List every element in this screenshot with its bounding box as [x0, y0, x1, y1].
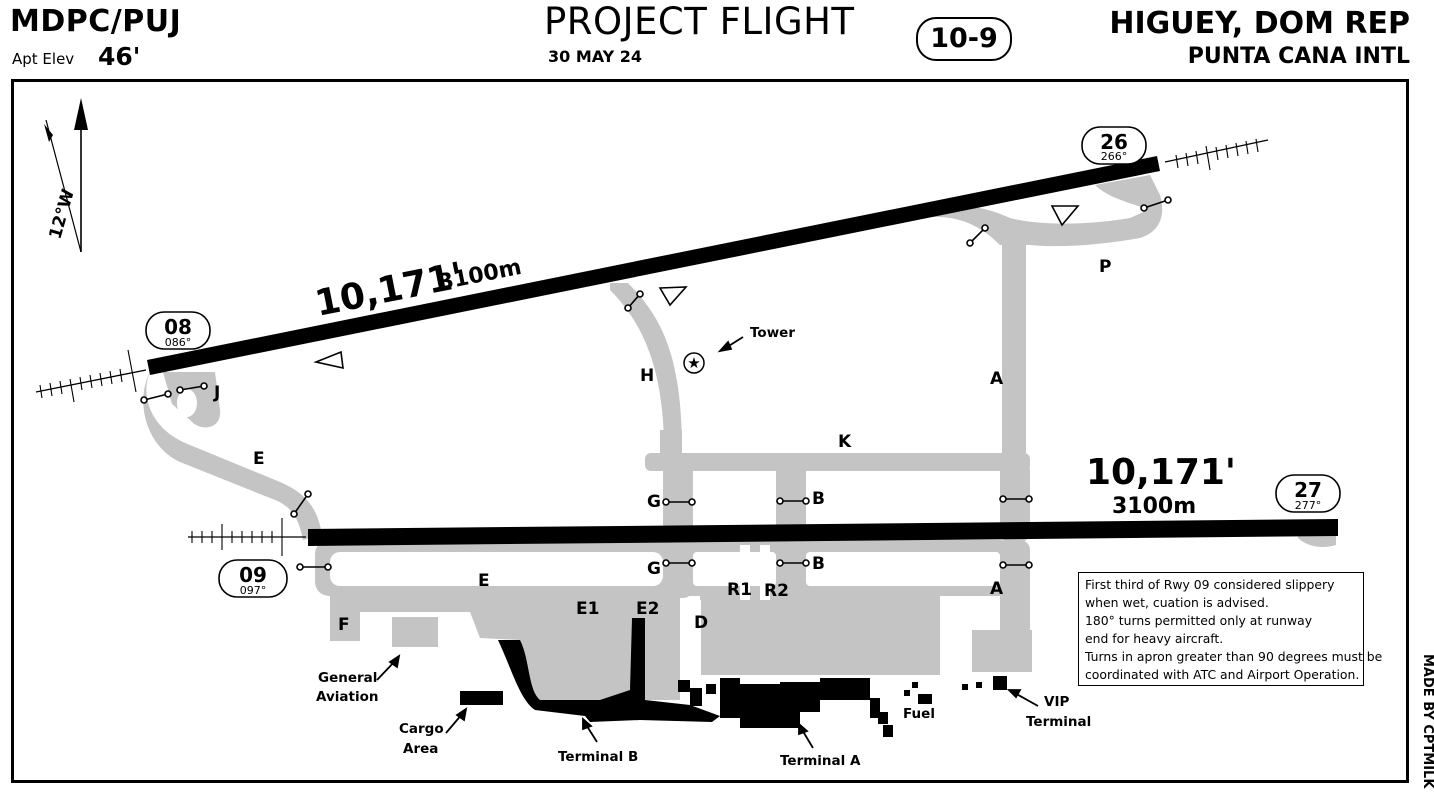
- runway-27-id: 27: [1294, 478, 1322, 502]
- runway-09-27: [308, 519, 1338, 546]
- taxiway-e-south-label: E: [478, 571, 490, 591]
- pointer-arrows: [376, 336, 1039, 749]
- runway-south-length: 10,171': [1086, 452, 1236, 493]
- buildings: [460, 618, 1007, 737]
- credit-text: MADE BY CPTMILK: [1420, 654, 1434, 789]
- runway-09-id: 09: [239, 563, 267, 587]
- taxiway-f-label: F: [338, 615, 350, 635]
- note-line: 180° turns permitted only at runway: [1085, 613, 1313, 628]
- terminal-a-label: Terminal A: [780, 753, 861, 769]
- runway-south-metric: 3100m: [1112, 494, 1196, 519]
- papi-symbols: [313, 205, 1080, 370]
- note-line: Turns in apron greater than 90 degrees m…: [1085, 649, 1383, 664]
- vip-terminal-label-line1: VIP: [1044, 694, 1069, 710]
- chart-brand-title: PROJECT FLIGHT: [544, 0, 855, 43]
- cargo-area-label-line2: Area: [403, 741, 438, 757]
- fuel-label: Fuel: [903, 706, 935, 722]
- taxiway-b-south-label: B: [812, 554, 825, 574]
- runway-27-heading: 277°: [1295, 499, 1322, 512]
- chart-frame: [11, 79, 1409, 783]
- hold-short-markers: [140, 196, 1172, 571]
- svg-text:★: ★: [687, 354, 700, 372]
- taxiway-r2-label: R2: [764, 581, 789, 601]
- vip-terminal-label-line2: Terminal: [1026, 714, 1091, 730]
- note-line: when wet, cuation is advised.: [1085, 595, 1269, 610]
- taxiway-g-south-label: G: [647, 559, 661, 579]
- taxiway-e1-label: E1: [576, 599, 599, 619]
- caution-note-box: First third of Rwy 09 considered slipper…: [1078, 572, 1383, 686]
- taxiway-g-north-label: G: [647, 492, 661, 512]
- general-aviation-label-line2: Aviation: [316, 689, 378, 705]
- taxiway-r1-label: R1: [727, 580, 752, 600]
- magnetic-variation: 12°W: [46, 187, 79, 242]
- elevation-label: Apt Elev: [12, 50, 75, 68]
- runway-26-id: 26: [1100, 130, 1128, 154]
- runway-09-heading: 097°: [240, 584, 267, 597]
- city-name: HIGUEY, DOM REP: [1109, 6, 1410, 41]
- runway-08-26: [147, 156, 1160, 375]
- note-line: end for heavy aircraft.: [1085, 631, 1224, 646]
- runway-end-badges: [145, 126, 1341, 598]
- taxiway-h-label: H: [640, 366, 654, 386]
- note-line: First third of Rwy 09 considered slipper…: [1085, 577, 1335, 592]
- cargo-area-label-line1: Cargo: [399, 721, 444, 737]
- runway-26-heading: 266°: [1101, 150, 1128, 163]
- taxiway-a-south-label: A: [990, 579, 1004, 599]
- airport-icao-code: MDPC/PUJ: [10, 4, 182, 39]
- taxiway-d-label: D: [694, 613, 708, 633]
- runway-08-heading: 086°: [165, 336, 192, 349]
- general-aviation-label-line1: General: [318, 670, 377, 686]
- taxiway-a-north-label: A: [990, 369, 1004, 389]
- taxiway-j-label: J: [213, 383, 220, 403]
- note-line: coordinated with ATC and Airport Operati…: [1085, 667, 1360, 682]
- taxiway-p-label: P: [1099, 257, 1111, 277]
- elevation-value: 46': [98, 42, 141, 71]
- facility-labels: Tower General Aviation Cargo Area Termin…: [316, 325, 1091, 769]
- north-arrow: [44, 98, 88, 253]
- tower-symbol: ★: [683, 352, 705, 374]
- taxiway-e2-label: E2: [636, 599, 659, 619]
- terminal-b-label: Terminal B: [558, 749, 638, 765]
- tower-label: Tower: [750, 325, 795, 341]
- taxiway-k-label: K: [838, 432, 852, 452]
- airport-name: PUNTA CANA INTL: [1187, 44, 1410, 69]
- approach-light-bars: [39, 138, 1259, 556]
- taxiway-b-north-label: B: [812, 489, 825, 509]
- taxiway-labels: J E E H K A A P G G B B R1 R2 E1 E2 D F: [213, 257, 1111, 635]
- taxiway-e-west-label: E: [253, 449, 265, 469]
- chart-number-badge: 10-9: [916, 17, 1012, 61]
- runway-08-id: 08: [164, 315, 192, 339]
- chart-date: 30 MAY 24: [548, 47, 643, 66]
- grass-islands: [177, 389, 1000, 675]
